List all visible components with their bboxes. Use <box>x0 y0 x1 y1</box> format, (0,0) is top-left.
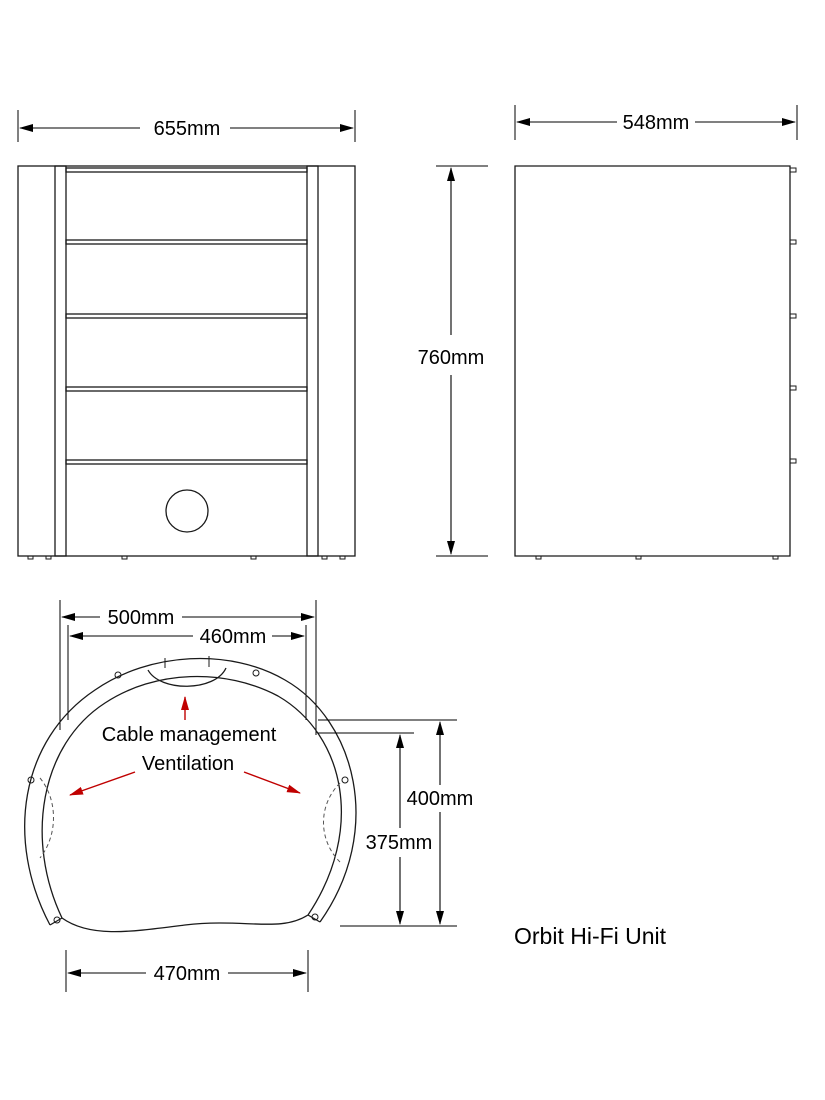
plan-view: 500mm 460mm <box>24 600 474 992</box>
shelf-edges <box>789 167 797 464</box>
side-feet <box>535 555 779 560</box>
plan-outer-depth-label: 400mm <box>407 788 474 810</box>
plan-front-width-dimension: 470mm <box>65 950 309 992</box>
plan-inner-depth-dimension: 375mm <box>366 734 433 925</box>
plan-outer-width-dimension: 500mm <box>59 600 317 735</box>
front-width-label: 655mm <box>154 118 221 140</box>
plan-inner-shell <box>41 675 342 919</box>
plan-screws <box>27 669 349 924</box>
drawing-title: Orbit Hi-Fi Unit <box>514 923 667 949</box>
plan-outer-shell <box>24 657 357 926</box>
plan-inner-width-label: 460mm <box>200 626 267 648</box>
front-feet <box>27 555 346 560</box>
height-dimension: 760mm <box>418 165 488 557</box>
plan-inner-width-dimension: 460mm <box>67 625 307 720</box>
callout-arrows <box>69 696 301 796</box>
ventilation-label: Ventilation <box>142 753 234 775</box>
plan-outer-width-label: 500mm <box>108 607 175 629</box>
left-post <box>54 165 67 557</box>
cable-management-label: Cable management <box>102 724 277 746</box>
plan-inner-depth-label: 375mm <box>366 832 433 854</box>
front-width-dimension: 655mm <box>17 110 356 142</box>
plan-front-width-label: 470mm <box>154 963 221 985</box>
right-post <box>306 165 319 557</box>
side-view: 548mm <box>514 105 798 560</box>
left-vent <box>39 777 54 859</box>
plan-front-edge <box>61 914 309 933</box>
cable-hole <box>165 489 209 533</box>
front-view: 655mm <box>17 110 356 560</box>
cable-notch <box>147 667 227 687</box>
height-label: 760mm <box>418 347 485 369</box>
shelves <box>65 167 308 465</box>
right-vent <box>323 782 341 863</box>
side-depth-label: 548mm <box>623 112 690 134</box>
plan-outer-depth-dimension: 400mm <box>407 721 474 925</box>
side-depth-dimension: 548mm <box>514 105 798 140</box>
